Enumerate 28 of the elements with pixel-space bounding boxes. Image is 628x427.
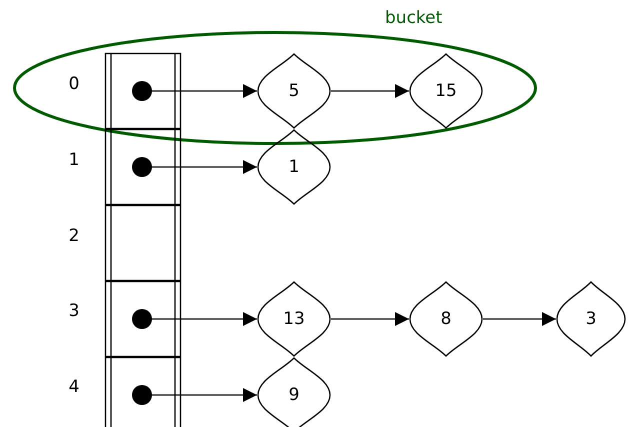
node-value: 3 (586, 309, 596, 329)
index-label: 4 (68, 377, 80, 397)
list-node (257, 357, 331, 427)
cluster-label: bucket (385, 8, 442, 28)
node-value: 15 (435, 81, 457, 101)
node-value: 8 (440, 309, 452, 329)
array-cell (105, 129, 181, 205)
array-cell (105, 53, 181, 129)
node-value: 5 (288, 81, 300, 101)
array-cell (105, 281, 181, 357)
list-node (409, 53, 483, 129)
array-cell (105, 357, 181, 427)
node-value: 9 (288, 385, 300, 405)
list-node (257, 129, 331, 205)
list-node (257, 281, 331, 357)
node-value: 13 (283, 309, 305, 329)
list-node (409, 281, 483, 357)
arrow (331, 84, 409, 98)
arrow (483, 312, 556, 326)
node-value: 1 (288, 157, 300, 177)
index-label: 0 (68, 74, 80, 94)
index-label: 1 (68, 150, 80, 170)
index-label: 2 (68, 226, 80, 246)
index-label: 3 (68, 301, 80, 321)
list-node (257, 53, 331, 129)
list-node (556, 281, 626, 357)
arrow (331, 312, 409, 326)
array-cell (105, 205, 181, 281)
